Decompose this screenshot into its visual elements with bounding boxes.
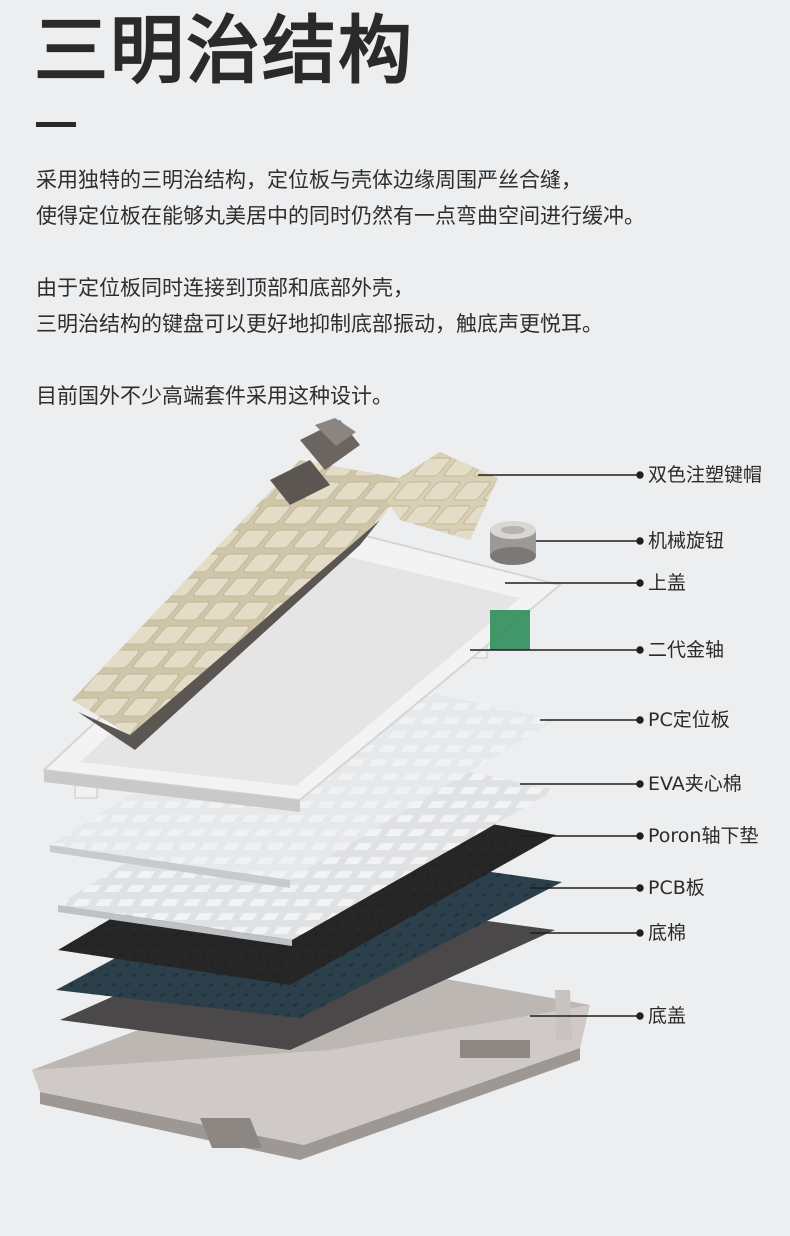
text-line: 采用独特的三明治结构，定位板与壳体边缘周围严丝合缝，	[36, 168, 582, 192]
label-knob: 机械旋钮	[648, 530, 725, 552]
text-line: 由于定位板同时连接到顶部和底部外壳，	[36, 276, 414, 300]
label-top-case: 上盖	[648, 572, 687, 594]
label-keycaps: 双色注塑键帽	[648, 464, 763, 486]
label-pc-plate: PC定位板	[648, 709, 730, 731]
design-paragraph: 目前国外不少高端套件采用这种设计。	[36, 378, 776, 414]
page-title: 三明治结构	[34, 8, 414, 94]
vibration-paragraph: 由于定位板同时连接到顶部和底部外壳， 三明治结构的键盘可以更好地抑制底部振动，触…	[36, 270, 776, 342]
label-bottom-case: 底盖	[648, 1005, 687, 1027]
text-line: 三明治结构的键盘可以更好地抑制底部振动，触底声更悦耳。	[36, 312, 603, 336]
leader-lines	[470, 471, 644, 1020]
intro-paragraph: 采用独特的三明治结构，定位板与壳体边缘周围严丝合缝， 使得定位板在能够丸美居中的…	[36, 162, 776, 234]
label-eva-foam: EVA夹心棉	[648, 773, 742, 795]
text-line: 目前国外不少高端套件采用这种设计。	[36, 384, 393, 408]
top-case	[41, 520, 563, 812]
exploded-keyboard-diagram	[32, 418, 644, 1160]
label-switches: 二代金轴	[648, 639, 725, 661]
text-line: 使得定位板在能够丸美居中的同时仍然有一点弯曲空间进行缓冲。	[36, 204, 645, 228]
rotary-knob	[490, 521, 536, 565]
label-bottom-foam: 底棉	[648, 922, 687, 944]
keycaps	[72, 418, 498, 750]
label-pcb: PCB板	[648, 877, 705, 899]
title-underline	[36, 122, 82, 127]
label-poron-pad: Poron轴下垫	[648, 825, 759, 847]
